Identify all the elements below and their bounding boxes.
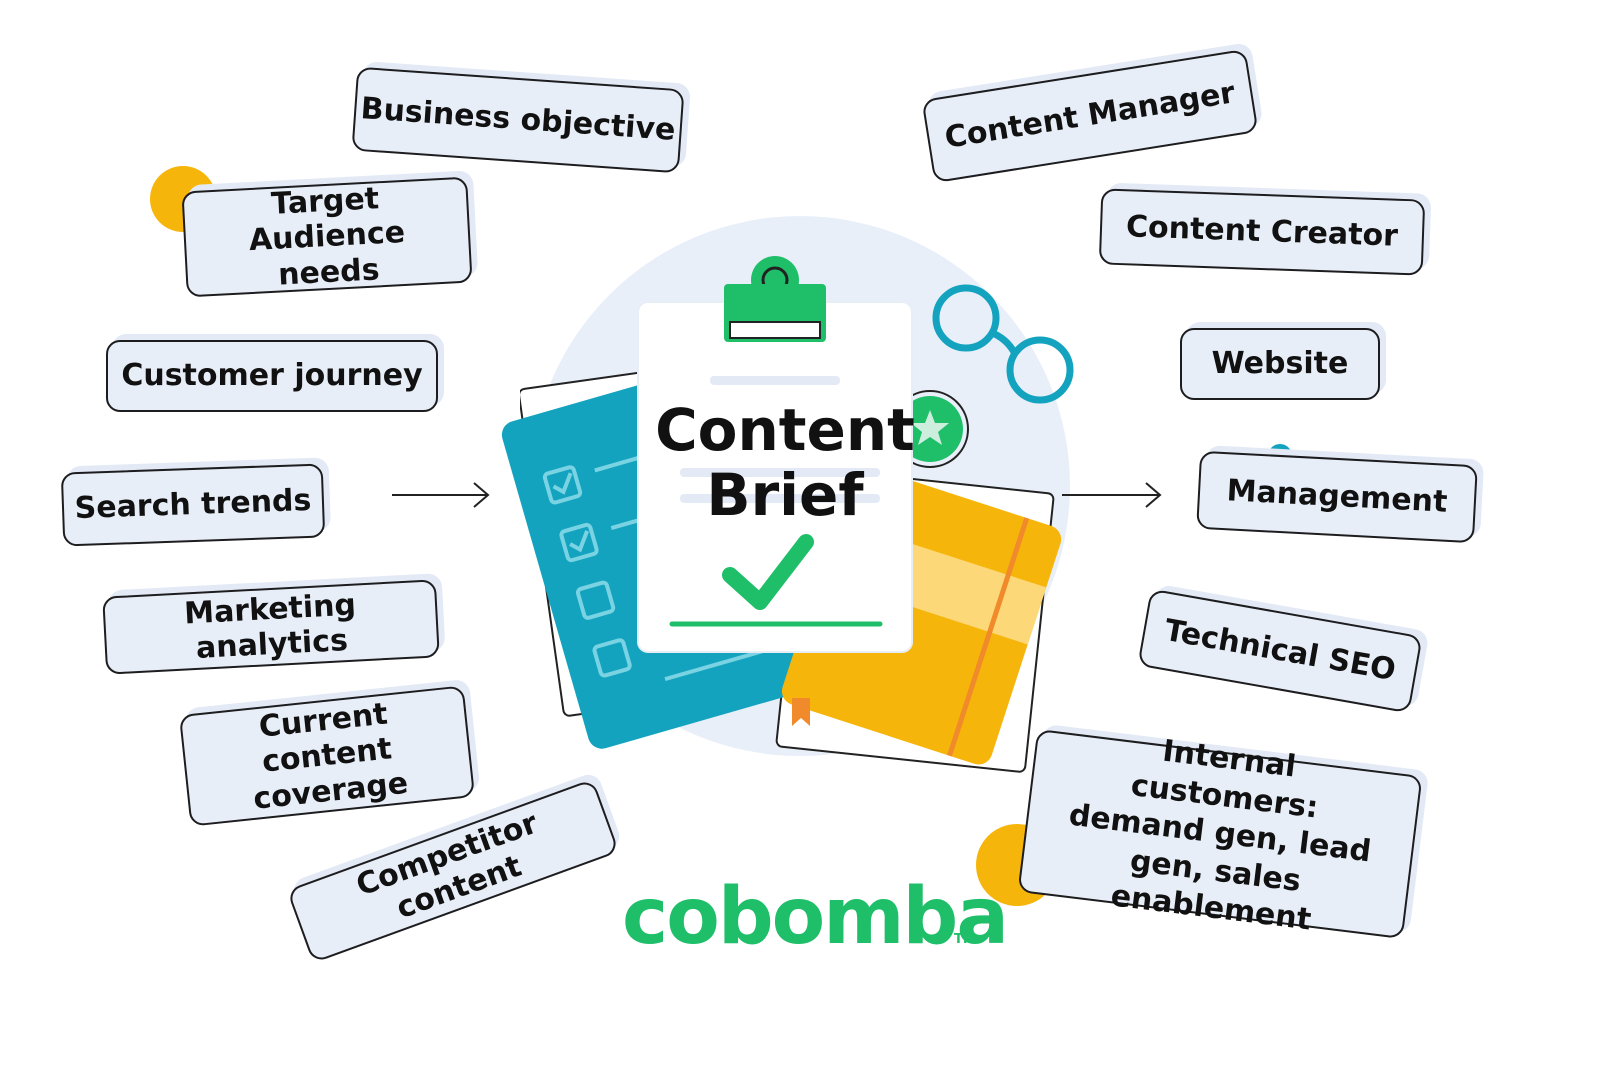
output-arrow — [1062, 482, 1162, 508]
input-tag-search-trends: Search trends — [60, 463, 326, 547]
output-tag-management: Management — [1196, 450, 1478, 544]
glasses-icon — [932, 284, 1074, 404]
cobomba-logo: cobomba — [622, 872, 1009, 962]
input-tag-customer-journey: Customer journey — [106, 340, 438, 412]
input-tag-target-audience-needs: Target Audience needs — [181, 176, 473, 298]
title-line-1: Content — [655, 396, 915, 464]
trademark-mark: TM — [954, 932, 976, 947]
output-tag-internal-customers: Internal customers: demand gen, lead gen… — [1017, 728, 1423, 940]
input-arrow — [392, 482, 490, 508]
title-line-2: Brief — [706, 460, 864, 529]
output-tag-website: Website — [1180, 328, 1380, 400]
output-tag-content-creator: Content Creator — [1098, 188, 1426, 276]
content-brief-title: Content Brief — [650, 398, 920, 528]
clipboard — [637, 256, 913, 653]
